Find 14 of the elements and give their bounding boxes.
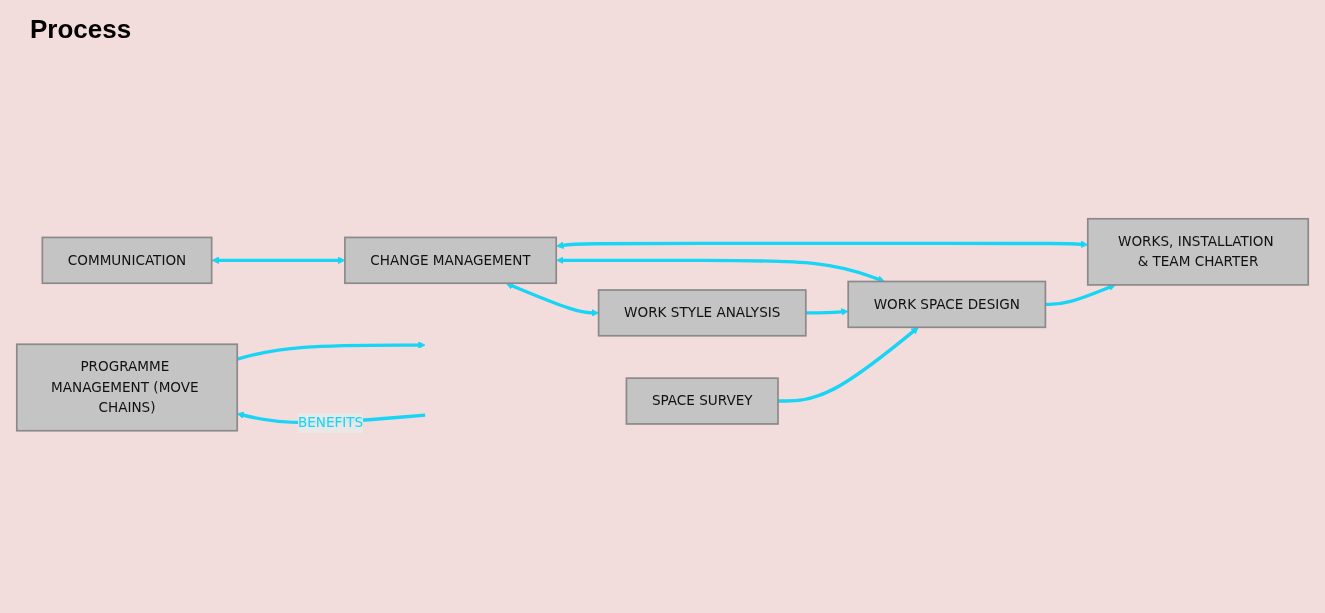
node-box: PROGRAMME MANAGEMENT (MOVE CHAINS)	[15, 343, 239, 432]
node-box: WORKS, INSTALLATION & TEAM CHARTER	[1086, 217, 1310, 286]
arrow	[778, 326, 919, 403]
node-box: COMMUNICATION	[41, 236, 213, 285]
panel-heading: Process	[30, 14, 132, 45]
arrow	[1045, 283, 1116, 307]
arrow	[505, 282, 599, 317]
node-box: CHANGE MANAGEMENT	[344, 236, 558, 285]
arrow	[805, 308, 849, 316]
arrow	[556, 256, 885, 283]
node-box: WORK STYLE ANALYSIS	[597, 289, 807, 337]
node-box: SPACE SURVEY	[625, 377, 779, 425]
edge-label: BENEFITS	[297, 414, 364, 431]
node-box: WORK SPACE DESIGN	[847, 280, 1047, 329]
